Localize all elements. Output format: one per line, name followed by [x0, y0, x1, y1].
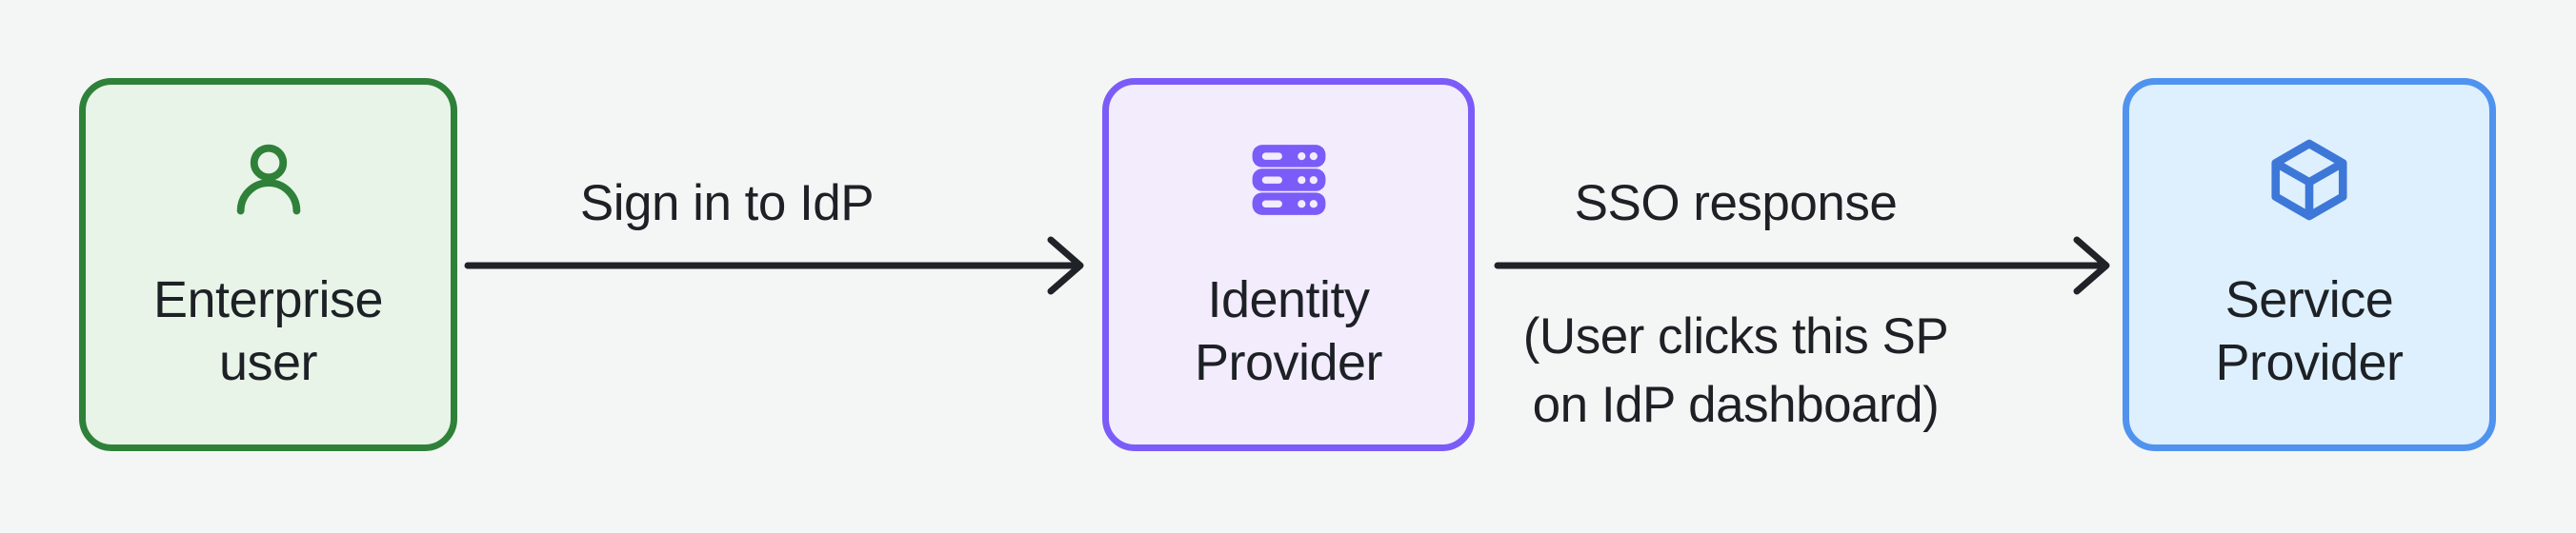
arrow-user-to-idp: [464, 236, 1084, 295]
node-label-line: user: [218, 334, 318, 391]
user-icon: [224, 135, 313, 225]
arrow-idp-to-sp: [1494, 236, 2110, 295]
node-label-line: Enterprise: [152, 271, 384, 328]
edge-label-sign-in-to-idp: Sign in to IdP: [579, 175, 875, 231]
edge-note-line: (User clicks this SP: [1522, 308, 1949, 365]
edge-note-user-clicks-sp: (User clicks this SP on IdP dashboard): [1522, 303, 1949, 440]
node-label-line: Provider: [2215, 334, 2404, 391]
node-label-line: Provider: [1194, 334, 1383, 391]
node-label-service-provider: Service Provider: [2215, 268, 2404, 394]
edge-label-sso-response: SSO response: [1574, 175, 1898, 231]
node-enterprise-user: Enterprise user: [79, 78, 457, 451]
node-label-identity-provider: Identity Provider: [1194, 268, 1383, 394]
node-service-provider: Service Provider: [2123, 78, 2496, 451]
node-label-enterprise-user: Enterprise user: [152, 268, 384, 394]
node-label-line: Identity: [1207, 271, 1370, 328]
cube-icon: [2264, 135, 2354, 225]
node-identity-provider: Identity Provider: [1102, 78, 1475, 451]
edge-note-line: on IdP dashboard): [1532, 377, 1940, 433]
server-stack-icon: [1244, 135, 1334, 225]
node-label-line: Service: [2224, 271, 2394, 328]
